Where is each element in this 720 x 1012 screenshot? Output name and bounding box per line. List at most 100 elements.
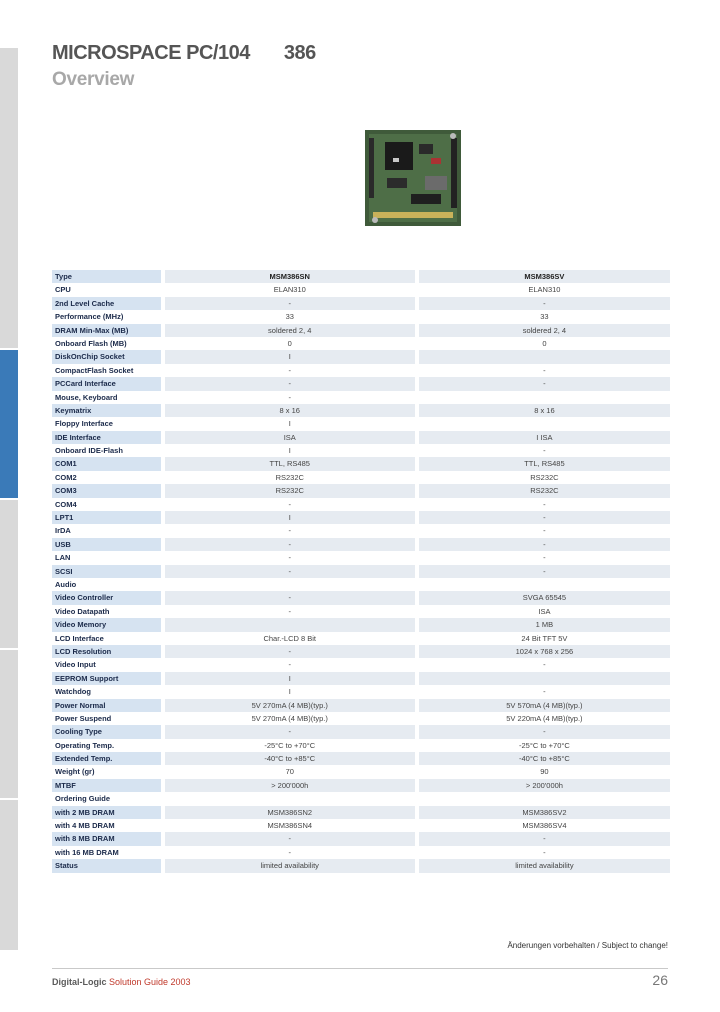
row-value: - xyxy=(288,606,291,616)
table-row: Video Memory 1 MB xyxy=(52,618,670,632)
row-value: 90 xyxy=(540,767,549,777)
row-value: - xyxy=(418,377,670,391)
row-label: Watchdog xyxy=(55,687,91,697)
table-row: Mouse, Keyboard- xyxy=(52,391,670,404)
row-value xyxy=(419,417,670,430)
row-value: - xyxy=(543,847,546,857)
row-label: Onboard IDE-Flash xyxy=(55,446,123,456)
row-label: Ordering Guide xyxy=(55,794,111,804)
row-value: SVGA 65545 xyxy=(418,591,670,605)
row-label: with 4 MB DRAM xyxy=(55,821,115,831)
row-value: MSM386SV2 xyxy=(418,805,670,820)
row-value: - xyxy=(543,660,546,670)
table-row: LAN-- xyxy=(52,551,670,564)
row-value: 8 x 16 xyxy=(418,403,670,418)
table-row: Cooling Type-- xyxy=(52,725,670,739)
row-value: I xyxy=(288,687,291,697)
row-value: 70 xyxy=(285,767,294,777)
row-value: MSM386SN4 xyxy=(267,821,313,831)
row-value: -25°C to +70°C xyxy=(264,740,316,750)
row-value: -40°C to +85°C xyxy=(164,752,415,766)
row-label: Video Controller xyxy=(52,591,161,605)
table-row: with 16 MB DRAM-- xyxy=(52,846,670,859)
row-label: COM2 xyxy=(55,472,77,482)
row-value: > 200'000h xyxy=(418,778,670,793)
row-label: Video Memory xyxy=(52,618,161,632)
row-value: ELAN310 xyxy=(273,285,306,295)
table-row: with 4 MB DRAM MSM386SN4 MSM386SV4 xyxy=(52,819,670,832)
table-row: Video Input-- xyxy=(52,658,670,671)
row-value: ISA xyxy=(164,430,415,445)
row-value: 8 x 16 xyxy=(164,403,415,418)
row-value: - xyxy=(288,499,291,509)
row-label: Cooling Type xyxy=(52,725,161,739)
edge-tab-1 xyxy=(0,48,18,348)
row-label: Video Input xyxy=(55,660,96,670)
row-value: - xyxy=(164,832,415,846)
row-value: ISA xyxy=(538,606,551,616)
row-value xyxy=(164,618,415,632)
row-value: 0 xyxy=(287,338,292,348)
row-label: PCCard Interface xyxy=(52,377,161,391)
row-value: soldered 2, 4 xyxy=(164,323,415,337)
row-label: LCD Resolution xyxy=(52,644,161,659)
table-row: CompactFlash Socket-- xyxy=(52,364,670,377)
row-value: 24 Bit TFT 5V xyxy=(521,633,568,643)
product-model: 386 xyxy=(283,42,316,64)
footer-guide: Solution Guide 2003 xyxy=(106,977,191,987)
row-value xyxy=(419,391,670,404)
row-label: Performance (MHz) xyxy=(55,312,124,322)
row-label: LCD Interface xyxy=(55,633,104,643)
table-row: USB-- xyxy=(52,537,670,552)
row-value: MSM386SV4 xyxy=(522,821,567,831)
row-value: RS232C xyxy=(418,484,670,498)
table-row: 2nd Level Cache-- xyxy=(52,296,670,311)
row-label: Operating Temp. xyxy=(55,740,115,750)
col1-header: MSM386SN xyxy=(164,270,415,284)
table-row: Video Datapath - ISA xyxy=(52,605,670,618)
row-label: LAN xyxy=(55,553,71,563)
table-row: Video Controller-SVGA 65545 xyxy=(52,591,670,605)
row-value: TTL, RS485 xyxy=(418,457,670,471)
table-row: Extended Temp.-40°C to +85°C-40°C to +85… xyxy=(52,752,670,766)
row-value: I xyxy=(164,350,415,364)
row-value: - xyxy=(164,725,415,739)
row-value: - xyxy=(543,499,546,509)
row-label: Video Datapath xyxy=(55,606,110,616)
board-photo xyxy=(365,130,461,226)
table-row: with 8 MB DRAM-- xyxy=(52,832,670,846)
row-label: COM3 xyxy=(52,484,161,498)
row-value: 1024 x 768 x 256 xyxy=(418,644,670,659)
row-value: ELAN310 xyxy=(528,285,561,295)
row-value: - xyxy=(164,296,415,311)
row-value: -25°C to +70°C xyxy=(519,740,570,750)
table-row: LCD Resolution-1024 x 768 x 256 xyxy=(52,644,670,659)
row-value: - xyxy=(288,847,291,857)
row-value: 33 xyxy=(540,312,549,322)
page-subtitle: Overview xyxy=(52,69,135,90)
row-label: Extended Temp. xyxy=(52,752,161,766)
row-value: 1 MB xyxy=(418,618,670,632)
edge-tab-4 xyxy=(0,650,18,798)
row-value: - xyxy=(164,564,415,578)
table-row: MTBF> 200'000h> 200'000h xyxy=(52,778,670,793)
edge-tab-3 xyxy=(0,500,18,648)
row-value: I xyxy=(164,671,415,686)
row-value xyxy=(418,350,670,364)
row-value xyxy=(165,792,415,805)
row-value xyxy=(419,792,670,805)
footer-brand: Digital-Logic xyxy=(52,977,107,987)
row-value: 0 xyxy=(542,338,547,348)
row-label: COM4 xyxy=(55,499,77,509)
col2-header: MSM386SV xyxy=(418,270,670,284)
row-value: limited availability xyxy=(418,859,670,873)
